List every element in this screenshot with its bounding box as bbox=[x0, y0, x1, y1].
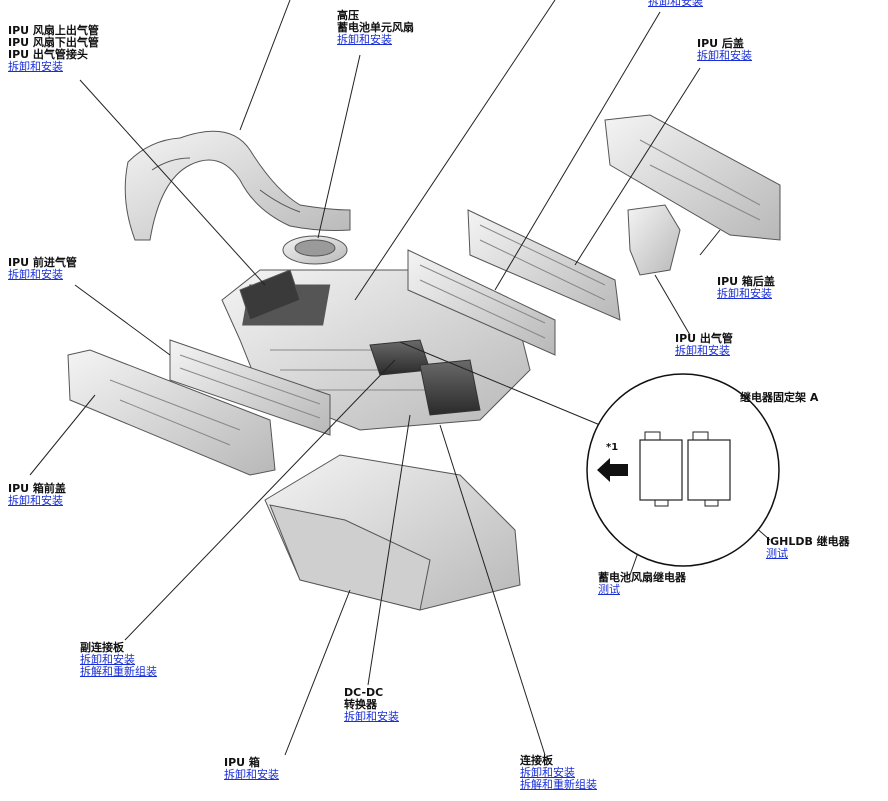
callout-name: 转换器 bbox=[344, 698, 377, 711]
callout-name: IPU 前进气管 bbox=[8, 256, 77, 269]
relay-detail-inset bbox=[586, 373, 780, 567]
callout-name: DC-DC bbox=[344, 686, 384, 699]
callout-name: IPU 箱前盖 bbox=[8, 482, 66, 495]
callout-name: IPU 箱后盖 bbox=[717, 275, 775, 288]
link-remove-install[interactable]: 拆卸和安装 bbox=[717, 287, 772, 300]
callout-name: IGHLDB 继电器 bbox=[766, 535, 850, 548]
callout-ipu-front-inlet: IPU 前进气管 拆卸和安装 bbox=[8, 257, 77, 281]
callout-name: 副连接板 bbox=[80, 641, 124, 654]
link-remove-install[interactable]: 拆卸和安装 bbox=[224, 768, 279, 781]
callout-name: IPU 风扇下出气管 bbox=[8, 36, 99, 49]
callout-fan-outlet-duct: IPU 风扇上出气管 IPU 风扇下出气管 IPU 出气管接头 拆卸和安装 bbox=[8, 25, 99, 73]
callout-battery-fan-relay: 蓄电池风扇继电器 测试 bbox=[598, 572, 686, 596]
link-remove-install[interactable]: 拆卸和安装 bbox=[675, 344, 730, 357]
link-disassemble-reassemble[interactable]: 拆解和重新组装 bbox=[80, 665, 157, 678]
callout-name: 高压 bbox=[337, 9, 359, 22]
ipu-front-inlet-duct bbox=[169, 339, 331, 436]
callout-name: IPU 出气管 bbox=[675, 332, 733, 345]
link-remove-install[interactable]: 拆卸和安装 bbox=[80, 653, 135, 666]
callout-name: 蓄电池单元风扇 bbox=[337, 21, 414, 34]
callout-ipu-box-rear-cover: IPU 箱后盖 拆卸和安装 bbox=[717, 276, 775, 300]
callout-top-right: 拆卸和安装 bbox=[648, 0, 703, 8]
callout-ighldb-relay: IGHLDB 继电器 测试 bbox=[766, 536, 850, 560]
leader-lines bbox=[29, 0, 771, 756]
callout-connector-board: 连接板 拆卸和安装 拆解和重新组装 bbox=[520, 755, 597, 791]
callout-ipu-box: IPU 箱 拆卸和安装 bbox=[224, 757, 279, 781]
callout-name: 继电器固定架 A bbox=[740, 391, 819, 404]
ipu-box-front-cover bbox=[67, 349, 276, 476]
link-test[interactable]: 测试 bbox=[766, 547, 788, 560]
ipu-box-tray bbox=[264, 454, 521, 611]
link-remove-install[interactable]: 拆卸和安装 bbox=[8, 268, 63, 281]
link-remove-install[interactable]: 拆卸和安装 bbox=[8, 494, 63, 507]
ipu-outlet-duct bbox=[627, 204, 681, 276]
link-remove-install[interactable]: 拆卸和安装 bbox=[697, 49, 752, 62]
ipu-rear-rail-lower bbox=[407, 249, 556, 356]
link-test[interactable]: 测试 bbox=[598, 583, 620, 596]
link-disassemble-reassemble[interactable]: 拆解和重新组装 bbox=[520, 778, 597, 791]
direction-arrow-icon bbox=[597, 458, 628, 482]
callout-name: IPU 风扇上出气管 bbox=[8, 24, 99, 37]
callout-name: IPU 后盖 bbox=[697, 37, 744, 50]
callout-sub-connector-board: 副连接板 拆卸和安装 拆解和重新组装 bbox=[80, 642, 157, 678]
link-remove-install[interactable]: 拆卸和安装 bbox=[648, 0, 703, 8]
link-remove-install[interactable]: 拆卸和安装 bbox=[8, 60, 63, 73]
callout-dcdc-converter: DC-DC 转换器 拆卸和安装 bbox=[344, 687, 399, 723]
callout-ipu-outlet-duct: IPU 出气管 拆卸和安装 bbox=[675, 333, 733, 357]
ipu-box-rear-cover bbox=[604, 114, 781, 241]
callout-ipu-box-front-cover: IPU 箱前盖 拆卸和安装 bbox=[8, 483, 66, 507]
link-remove-install[interactable]: 拆卸和安装 bbox=[344, 710, 399, 723]
callout-name: IPU 出气管接头 bbox=[8, 48, 88, 61]
fan-outlet-duct bbox=[124, 130, 351, 241]
callout-name: 蓄电池风扇继电器 bbox=[598, 571, 686, 584]
ipu-rear-cover bbox=[467, 209, 621, 321]
callout-hv-battery-fan: 高压 蓄电池单元风扇 拆卸和安装 bbox=[337, 10, 414, 46]
callout-ipu-rear-cover: IPU 后盖 拆卸和安装 bbox=[697, 38, 752, 62]
detail-note-mark: *1 bbox=[606, 442, 618, 453]
callout-name: IPU 箱 bbox=[224, 756, 260, 769]
link-remove-install[interactable]: 拆卸和安装 bbox=[337, 33, 392, 46]
callout-name: 连接板 bbox=[520, 754, 553, 767]
hv-battery-fan bbox=[282, 235, 348, 265]
callout-relay-bracket: 继电器固定架 A bbox=[740, 392, 818, 404]
link-remove-install[interactable]: 拆卸和安装 bbox=[520, 766, 575, 779]
